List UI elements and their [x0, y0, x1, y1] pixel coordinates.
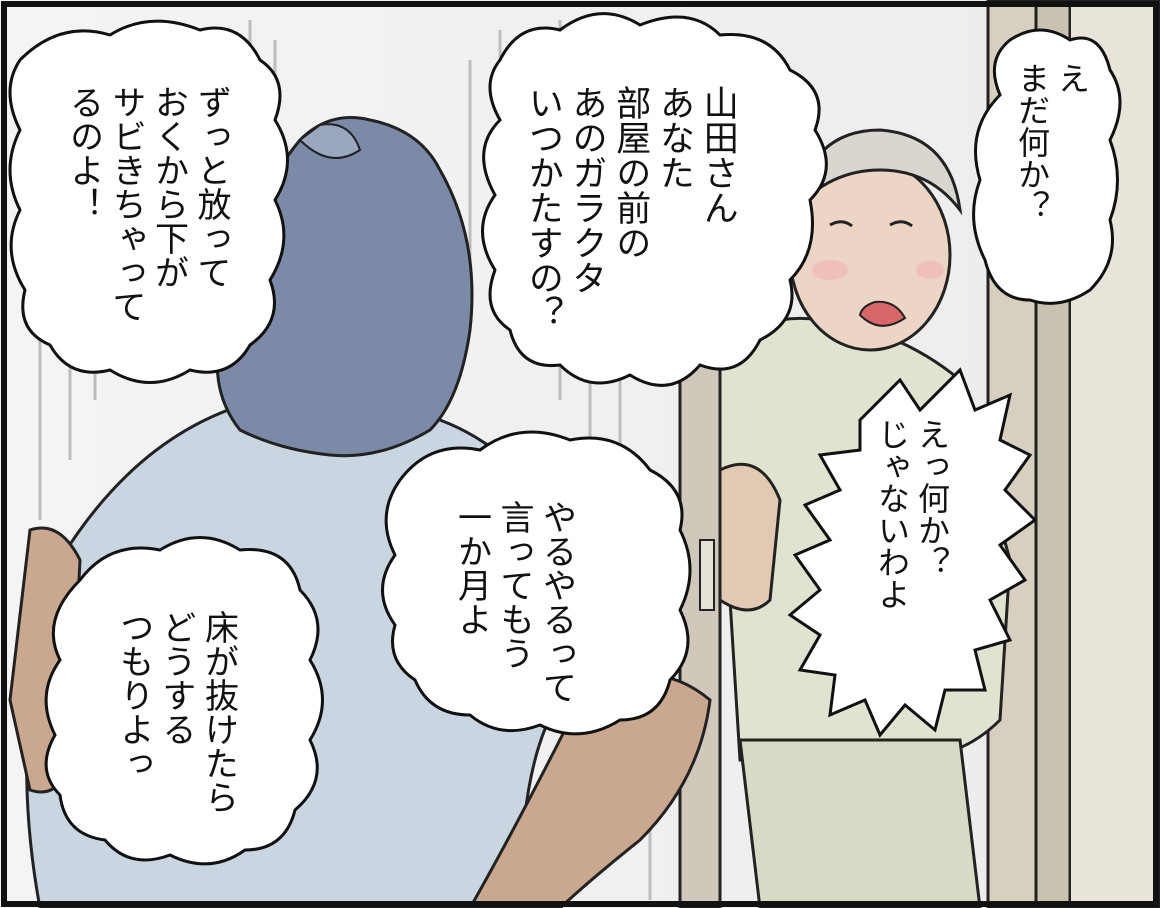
bubble-line: えっ何か？ [913, 418, 951, 578]
bubble-line: 山田さん [697, 85, 738, 225]
bubble-line: どうする [156, 610, 196, 746]
bubble-line: いつかたすの？ [522, 85, 563, 330]
bubble-line: あのガラクタ [566, 85, 607, 295]
bubble-line: じゃないわよ [873, 418, 911, 610]
bubble-line: サビきちゃって [106, 85, 146, 323]
bubble-text-yaruyaru: やるやるって 言ってもう 一か月よ [450, 500, 578, 710]
bubble-line: え [1053, 62, 1091, 94]
bubble-line: ずっと放って [191, 85, 231, 289]
bubble-text-yuka: 床が抜けたら どうする つもりよっ [112, 610, 240, 850]
bubble-text-eh-nanika: え まだ何か？ [1012, 62, 1092, 292]
speech-bubble-zutto [8, 19, 289, 384]
speech-bubble-yamada [481, 12, 828, 387]
speech-bubble-yuka [44, 536, 324, 866]
bubble-line: 言ってもう [494, 500, 534, 670]
speech-bubble-yaruyaru [381, 430, 692, 736]
bubble-line: おくから下が [148, 85, 189, 289]
bubble-line: つもりよっ [113, 610, 154, 780]
bubble-line: 床が抜けたら [198, 610, 239, 814]
bubble-line: まだ何か？ [1013, 62, 1051, 222]
bubble-line: やるやるって [536, 500, 577, 704]
bubble-line: るのよ！ [63, 85, 104, 221]
bubble-line: 一か月よ [451, 500, 492, 636]
bubble-text-yamada: 山田さん あなた 部屋の前の あのガラクタ いつかたすの？ [520, 85, 739, 355]
speech-bubble-eh-nanika [972, 28, 1122, 305]
bubble-line: 部屋の前の [610, 85, 651, 260]
bubble-line: あなた [654, 85, 694, 190]
speech-bubble-ettu [787, 367, 1038, 738]
bubble-text-zutto: ずっと放って おくから下が サビきちゃって るのよ！ [62, 85, 232, 355]
bubble-text-ettu: えっ何か？ じゃないわよ [872, 418, 952, 678]
